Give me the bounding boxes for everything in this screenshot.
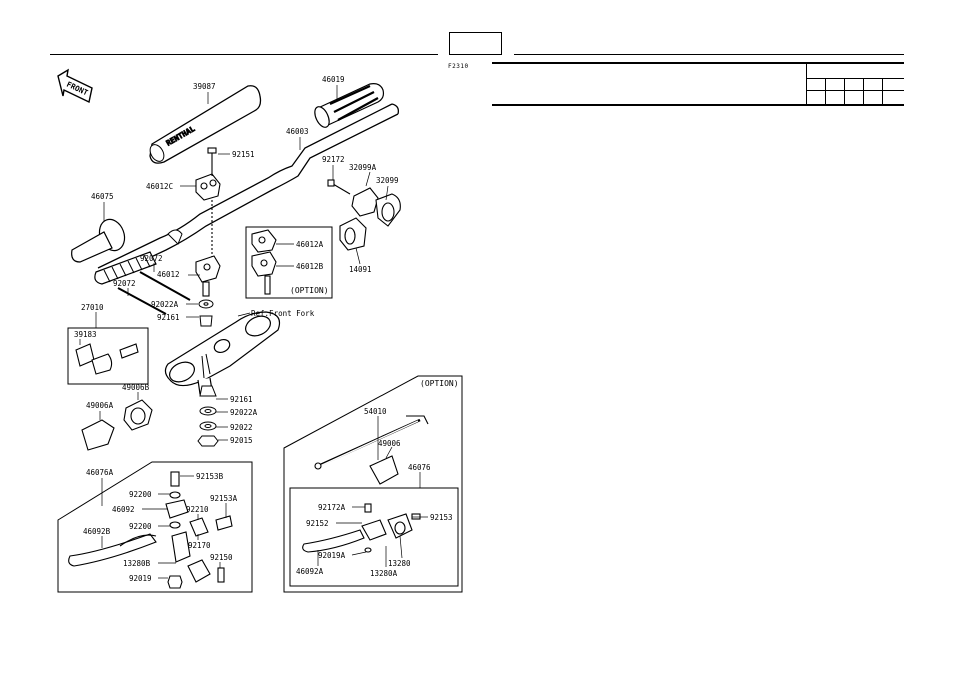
- label-46092B: 46092B: [83, 527, 111, 536]
- label-92210: 92210: [186, 505, 209, 514]
- label-option-1: (OPTION): [290, 286, 329, 295]
- washer-hole: [204, 409, 212, 413]
- label-49006A: 49006A: [86, 401, 114, 410]
- label-92153A: 92153A: [210, 494, 238, 503]
- label-46076: 46076: [408, 463, 431, 472]
- label-92019: 92019: [129, 574, 152, 583]
- washer-lower-b: [199, 421, 217, 431]
- label-46076A: 46076A: [86, 468, 114, 477]
- clutch-lever-assembly: [68, 471, 233, 589]
- table-col-line: [863, 78, 864, 104]
- handlebar-pad: RENTHAL: [149, 85, 262, 164]
- hot-start-lever: [302, 503, 421, 553]
- label-92151: 92151: [232, 150, 255, 159]
- label-92022: 92022: [230, 423, 253, 432]
- upper-triple-clamp: [164, 311, 281, 395]
- label-32099: 32099: [376, 176, 399, 185]
- hot-start-cable: [314, 415, 429, 485]
- label-46012A: 46012A: [296, 240, 324, 249]
- label-46003: 46003: [286, 127, 309, 136]
- label-92172: 92172: [322, 155, 345, 164]
- label-13280: 13280: [388, 559, 411, 568]
- washer: [198, 299, 214, 309]
- label-46092A: 46092A: [296, 567, 324, 576]
- nut: [197, 435, 219, 447]
- rubber-damper: [199, 315, 213, 327]
- table-divider: [806, 64, 807, 104]
- throttle-grip: [314, 83, 385, 128]
- label-92152: 92152: [306, 519, 329, 528]
- figure-code: F2310: [448, 63, 469, 70]
- left-grip: [71, 218, 157, 285]
- label-92150: 92150: [210, 553, 233, 562]
- callout-leaders: [79, 85, 428, 579]
- part-number-labels: 39087 46019 46003 92151 46012C 46075 921…: [74, 75, 459, 583]
- label-39183: 39183: [74, 330, 97, 339]
- label-92200-upper: 92200: [129, 490, 152, 499]
- leader-line: [237, 312, 251, 317]
- label-option-2: (OPTION): [420, 379, 459, 388]
- header-rule-left: [50, 54, 438, 55]
- lower-clamp: [195, 255, 221, 297]
- washer-hole: [203, 302, 209, 306]
- header-rule-right: [514, 54, 904, 55]
- label-92200-lower: 92200: [129, 522, 152, 531]
- option-box-lever: [289, 487, 459, 587]
- label-92072-a: 92072: [140, 254, 163, 263]
- option-box-clamps: [245, 226, 333, 299]
- table-col-line: [882, 78, 883, 104]
- label-ref-front-fork: Ref.Front Fork: [251, 309, 315, 318]
- label-92072-b: 92072: [113, 279, 136, 288]
- clutch-lever-frame: [57, 461, 253, 593]
- label-92153B: 92153B: [196, 472, 224, 481]
- cable-ties: [117, 271, 191, 315]
- label-46012: 46012: [157, 270, 180, 279]
- label-14091: 14091: [349, 265, 372, 274]
- label-92022A-lower: 92022A: [230, 408, 258, 417]
- box-39183: [67, 327, 149, 385]
- label-13280A: 13280A: [370, 569, 398, 578]
- front-arrow-icon: FRONT: [57, 68, 93, 104]
- table-col-line: [825, 78, 826, 104]
- throttle-housing: [327, 179, 401, 251]
- option-frame-hotstart: [283, 375, 463, 593]
- label-92161-lower: 92161: [230, 395, 253, 404]
- label-92170: 92170: [188, 541, 211, 550]
- label-92019A: 92019A: [318, 551, 346, 560]
- cable-clamp-parts: [75, 343, 139, 375]
- label-27010: 27010: [81, 303, 104, 312]
- label-46012B: 46012B: [296, 262, 324, 271]
- bar-clamp: [167, 229, 183, 245]
- label-46075: 46075: [91, 192, 114, 201]
- label-46012C: 46012C: [146, 182, 173, 191]
- parts-table: [492, 62, 904, 106]
- table-row-line: [806, 90, 904, 91]
- label-49006B: 49006B: [122, 383, 150, 392]
- label-92015: 92015: [230, 436, 253, 445]
- lever-holder-cover: [81, 399, 153, 451]
- option-clamps: [251, 229, 277, 295]
- label-46019: 46019: [322, 75, 345, 84]
- label-46092: 46092: [112, 505, 135, 514]
- rubber-damper-lower: [199, 385, 217, 397]
- label-92161-upper: 92161: [157, 313, 180, 322]
- label-39087: 39087: [193, 82, 216, 91]
- label-49006: 49006: [378, 439, 401, 448]
- washer-hole: [204, 424, 212, 428]
- page-number-box: [449, 32, 502, 55]
- label-92153: 92153: [430, 513, 453, 522]
- label-54010: 54010: [364, 407, 387, 416]
- label-13280B: 13280B: [123, 559, 151, 568]
- label-92022A-upper: 92022A: [151, 300, 179, 309]
- washer-lower-a: [199, 406, 217, 416]
- label-92172A: 92172A: [318, 503, 346, 512]
- table-col-line: [844, 78, 845, 104]
- label-32099A: 32099A: [349, 163, 377, 172]
- upper-clamp: [195, 147, 221, 260]
- table-row-line: [806, 78, 904, 79]
